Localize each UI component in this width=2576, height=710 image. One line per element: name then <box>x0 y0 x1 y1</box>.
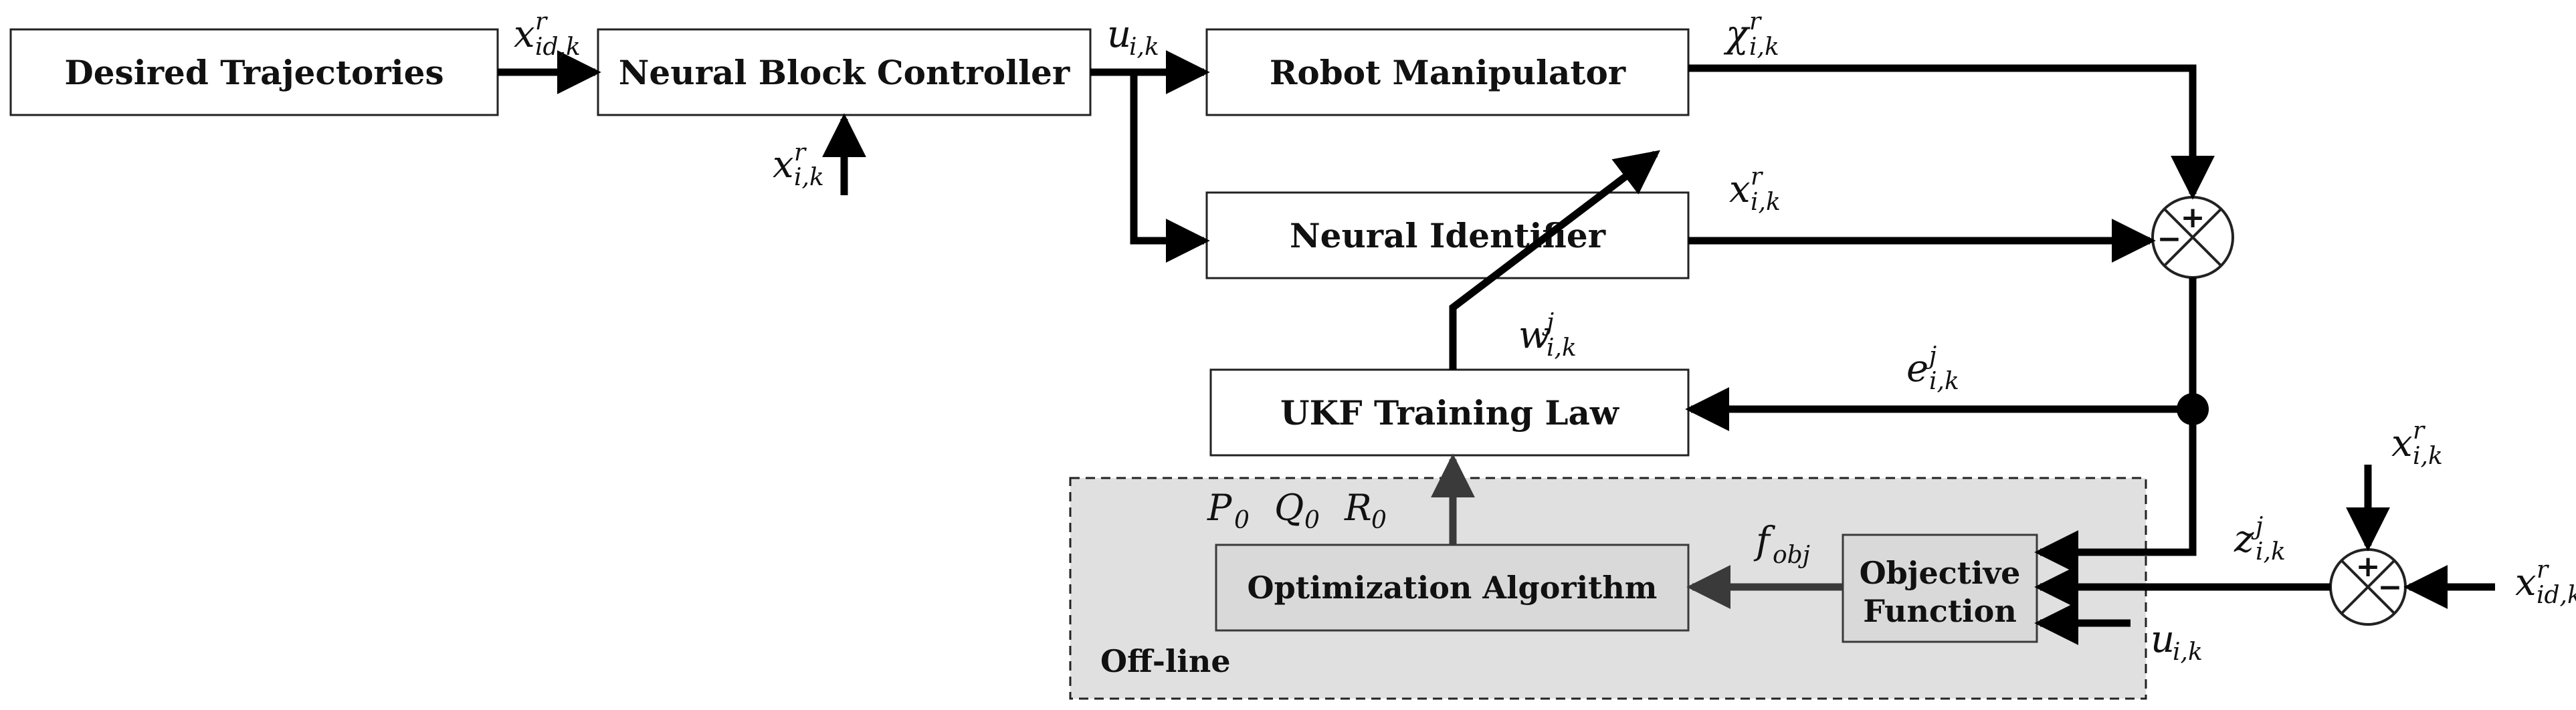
svg-text:r: r <box>1749 8 1762 35</box>
svg-text:r: r <box>794 139 807 166</box>
signal-x-i-controller: x r i,k <box>773 139 824 191</box>
arrow-ukf-to-identifier <box>1449 150 1661 370</box>
param-r0: R <box>1344 487 1372 529</box>
svg-text:id,k: id,k <box>2537 582 2576 609</box>
arrow-robot-to-sum1 <box>1688 64 2215 200</box>
svg-text:i,k: i,k <box>1749 33 1779 61</box>
svg-text:z: z <box>2234 517 2254 561</box>
svg-text:x: x <box>2391 422 2413 465</box>
summing-junction-1: + − <box>2151 196 2234 279</box>
svg-text:x: x <box>2515 561 2537 604</box>
robot-manipulator-block: Robot Manipulator <box>1205 28 1690 116</box>
signal-u-controller: u i,k <box>1107 13 1159 61</box>
signal-u-objective: u i,k <box>2151 618 2203 666</box>
svg-text:i,k: i,k <box>1929 368 1959 395</box>
svg-text:id,k: id,k <box>535 33 581 61</box>
signal-z-error: z j i,k <box>2234 513 2286 566</box>
arrow-error-to-objective <box>2034 409 2197 574</box>
objective-function-label-line2: Function <box>1863 593 2017 629</box>
signal-chi-robot: χ r i,k <box>1723 8 1779 61</box>
neural-identifier-block: Neural Identifier <box>1205 191 1690 279</box>
svg-text:obj: obj <box>1773 542 1810 569</box>
svg-text:i,k: i,k <box>1751 189 1781 216</box>
signal-x-id-top: x r id,k <box>514 8 581 61</box>
neural-block-controller-label: Neural Block Controller <box>619 53 1070 92</box>
ukf-training-law-block: UKF Training Law <box>1209 368 1690 457</box>
svg-text:i,k: i,k <box>1547 334 1577 362</box>
svg-text:i,k: i,k <box>2413 443 2443 470</box>
param-p0-sub: 0 <box>1234 507 1250 534</box>
sum2-minus-sign: − <box>2378 570 2403 604</box>
svg-text:x: x <box>1729 168 1751 211</box>
svg-text:x: x <box>773 143 794 187</box>
desired-trajectories-label: Desired Trajectories <box>64 53 443 92</box>
optimization-algorithm-block: Optimization Algorithm <box>1215 544 1690 632</box>
svg-text:u: u <box>1107 13 1131 56</box>
svg-text:e: e <box>1906 347 1928 390</box>
svg-text:w: w <box>1518 314 1551 357</box>
signal-f-obj: f obj <box>1753 519 1810 569</box>
neural-identifier-label: Neural Identifier <box>1290 216 1606 255</box>
objective-function-label-line1: Objective <box>1860 555 2021 591</box>
svg-text:r: r <box>2537 556 2549 584</box>
ukf-training-law-label: UKF Training Law <box>1280 393 1620 433</box>
svg-text:r: r <box>535 8 548 35</box>
param-q0: Q <box>1274 487 1304 529</box>
svg-text:i,k: i,k <box>794 164 824 191</box>
svg-text:x: x <box>514 13 535 56</box>
desired-trajectories-block: Desired Trajectories <box>9 28 499 116</box>
param-p0: P <box>1207 487 1233 529</box>
sum1-plus-sign: + <box>2181 201 2205 235</box>
svg-text:r: r <box>1751 163 1763 191</box>
signal-x-identifier: x r i,k <box>1729 163 1781 216</box>
svg-text:χ: χ <box>1723 13 1751 56</box>
objective-function-block: Objective Function <box>1842 534 2038 643</box>
offline-label: Off-line <box>1100 643 1231 679</box>
sum2-plus-sign: + <box>2356 550 2381 584</box>
signal-e-error: e j i,k <box>1906 342 1959 395</box>
svg-text:i,k: i,k <box>2173 638 2203 666</box>
param-q0-sub: 0 <box>1304 507 1320 534</box>
signal-x-i-sum2: x r i,k <box>2391 417 2443 470</box>
signal-x-id-sum2: x r id,k <box>2515 556 2576 609</box>
param-r0-sub: 0 <box>1371 507 1387 534</box>
sum1-minus-sign: − <box>2157 222 2182 256</box>
summing-junction-2: + − <box>2329 548 2407 626</box>
optimization-algorithm-label: Optimization Algorithm <box>1248 570 1658 606</box>
robot-manipulator-label: Robot Manipulator <box>1270 53 1626 92</box>
signal-w-weights: w j i,k <box>1518 309 1577 362</box>
arrow-controller-to-identifier <box>1130 72 1210 263</box>
svg-text:i,k: i,k <box>2256 538 2286 566</box>
svg-text:r: r <box>2413 417 2425 445</box>
ukf-parameters: P 0 Q 0 R 0 <box>1207 487 1387 534</box>
svg-text:i,k: i,k <box>1129 33 1159 61</box>
neural-block-controller-block: Neural Block Controller <box>597 28 1092 116</box>
svg-text:u: u <box>2151 618 2175 661</box>
